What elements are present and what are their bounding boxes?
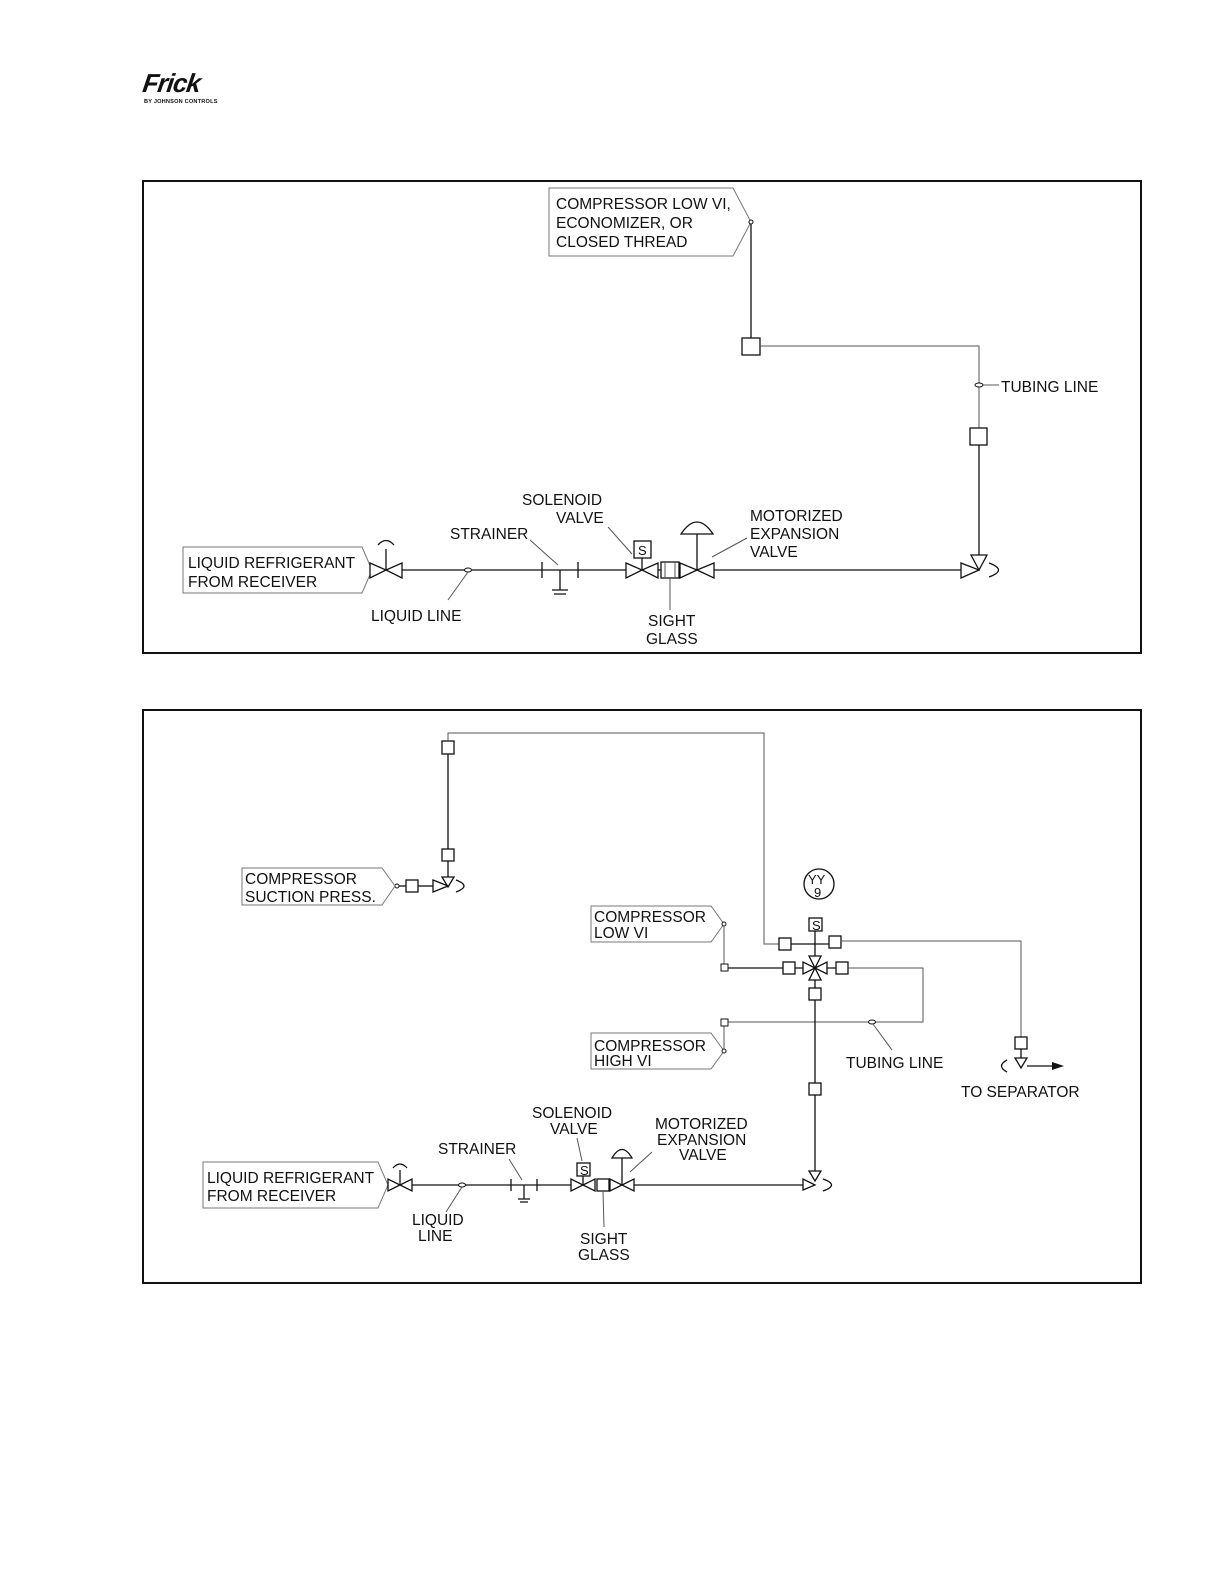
frick-logo: Frick BY JOHNSON CONTROLS	[141, 68, 233, 110]
compressor-port-line2: ECONOMIZER, OR	[556, 215, 693, 232]
solenoid-symbol-top: S	[812, 918, 821, 933]
liquid-line2-line1: LIQUID	[412, 1212, 464, 1229]
motorized2-line1: MOTORIZED	[655, 1116, 748, 1133]
liquid-line-label: LIQUID LINE	[371, 608, 461, 625]
high-vi-return	[815, 967, 924, 1023]
tubing-line-marker	[974, 382, 984, 388]
source2-line1: LIQUID REFRIGERANT	[207, 1170, 375, 1187]
tube-fitting	[741, 337, 761, 356]
solenoid2-line2: VALVE	[550, 1121, 598, 1138]
to-separator-label: TO SEPARATOR	[961, 1084, 1080, 1101]
motorized-line2: EXPANSION	[750, 526, 839, 543]
separator-check-valve	[1000, 1057, 1064, 1073]
sight-line2: GLASS	[646, 631, 698, 648]
tube-fitting	[808, 987, 822, 1001]
high-vi-tag: COMPRESSOR HIGH VI	[590, 1032, 727, 1070]
suction-press-tag: COMPRESSOR SUCTION PRESS.	[241, 867, 396, 906]
sight2-line2: GLASS	[578, 1247, 630, 1264]
tube-fitting	[828, 935, 842, 949]
tube-fitting	[808, 1082, 822, 1096]
tube-fitting	[441, 740, 455, 755]
motorized-line1: MOTORIZED	[750, 508, 843, 525]
tubing-line-label: TUBING LINE	[1001, 379, 1098, 396]
figure-1-frame	[142, 180, 1142, 654]
instrument-tag-yy9: YY 9	[803, 868, 835, 900]
sight-line1: SIGHT	[648, 613, 696, 630]
tube-fitting	[1014, 1036, 1028, 1050]
solenoid-line2: VALVE	[556, 510, 604, 527]
figure-2-frame	[142, 709, 1142, 1284]
high-vi-line2: HIGH VI	[594, 1053, 652, 1070]
compressor-port-line1: COMPRESSOR LOW VI,	[556, 196, 731, 213]
low-vi-line1: COMPRESSOR	[594, 909, 706, 926]
solenoid-line1: SOLENOID	[522, 492, 602, 509]
motorized2-line3: VALVE	[679, 1147, 727, 1164]
separator-tubing	[841, 940, 1022, 1037]
tube-fitting	[405, 879, 419, 893]
low-vi-line2: LOW VI	[594, 925, 648, 942]
source2-line2: FROM RECEIVER	[207, 1188, 336, 1205]
tube-fitting	[441, 848, 455, 862]
figure-2-vi-control: COMPRESSOR SUCTION PRESS. YY 9 S	[142, 709, 1142, 1284]
strainer-label: STRAINER	[450, 526, 528, 543]
compressor-port-tag: COMPRESSOR LOW VI, ECONOMIZER, OR CLOSED…	[548, 187, 754, 257]
tag-line2: 9	[814, 885, 821, 900]
liquid-source-tag: LIQUID REFRIGERANT FROM RECEIVER	[182, 546, 373, 594]
motorized-line3: VALVE	[750, 544, 798, 561]
solenoid2-line1: SOLENOID	[532, 1105, 612, 1122]
high-vi-line1: COMPRESSOR	[594, 1038, 706, 1055]
sight2-line1: SIGHT	[580, 1231, 628, 1248]
suction-line1: COMPRESSOR	[245, 871, 357, 888]
liquid-line2-line2: LINE	[418, 1228, 452, 1245]
injection-check-valve-2	[802, 1170, 833, 1192]
tube-fitting	[782, 961, 796, 975]
tubing-run	[760, 345, 980, 428]
strainer-symbol-2	[510, 1179, 538, 1203]
liquid-source-tag-2: LIQUID REFRIGERANT FROM RECEIVER	[202, 1161, 389, 1209]
suction-check-valve	[432, 876, 465, 893]
figure-1-liquid-injection: COMPRESSOR LOW VI, ECONOMIZER, OR CLOSED…	[142, 180, 1142, 654]
strainer-symbol	[541, 562, 579, 595]
motorized2-line2: EXPANSION	[657, 1132, 746, 1149]
four-way-valve	[802, 955, 828, 981]
suction-tubing	[454, 732, 779, 945]
motorized-expansion-valve-2	[609, 1148, 635, 1193]
tag-line1: YY	[808, 872, 826, 887]
tube-fitting	[969, 427, 988, 446]
hand-shutoff-valve-2	[387, 1163, 413, 1193]
injection-check-valve	[960, 554, 1000, 580]
logo-tagline: BY JOHNSON CONTROLS	[144, 99, 218, 105]
sight-glass	[660, 561, 680, 579]
strainer2-label: STRAINER	[438, 1141, 516, 1158]
source-line1: LIQUID REFRIGERANT	[188, 555, 356, 572]
solenoid2-symbol: S	[580, 1163, 589, 1178]
solenoid-symbol: S	[638, 543, 647, 558]
source-line2: FROM RECEIVER	[188, 574, 317, 591]
tube-fitting	[835, 961, 849, 975]
solenoid-valve-2: S	[570, 1162, 596, 1193]
low-vi-tag: COMPRESSOR LOW VI	[590, 905, 727, 943]
suction-line2: SUCTION PRESS.	[245, 889, 376, 906]
solenoid-valve: S	[625, 540, 659, 580]
sight-glass-2	[596, 1178, 610, 1192]
tubing-line-label-2: TUBING LINE	[846, 1055, 943, 1072]
hand-shutoff-valve	[369, 539, 403, 580]
compressor-port-line3: CLOSED THREAD	[556, 234, 688, 251]
motorized-expansion-valve	[679, 521, 715, 580]
tube-fitting	[778, 937, 792, 951]
